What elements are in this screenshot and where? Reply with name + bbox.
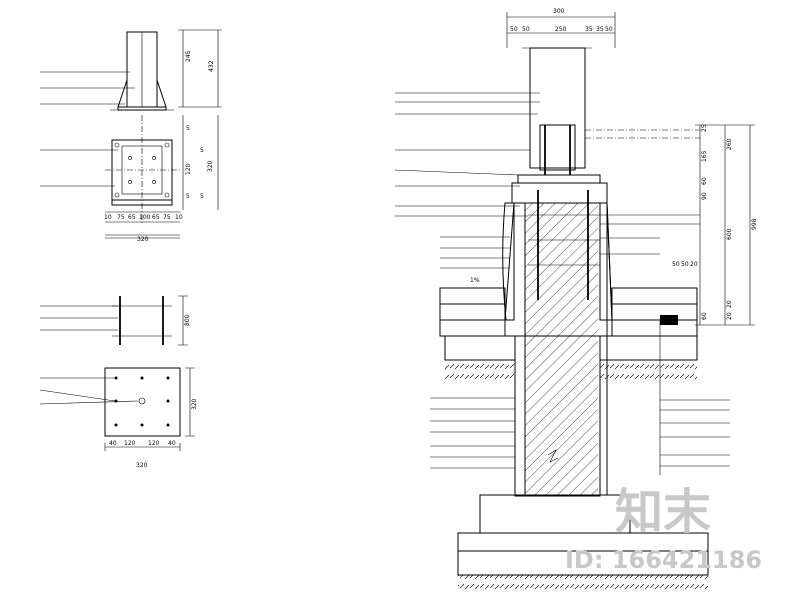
dim-432: 432 xyxy=(208,60,215,72)
dim-top-50-a: 50 xyxy=(510,26,518,33)
dim-r-50-a: 50 xyxy=(672,261,680,268)
dim-top-250: 250 xyxy=(555,26,567,33)
dim-r-998: 998 xyxy=(751,218,758,230)
dim-5-b: 5 xyxy=(186,193,190,200)
dim-r-25: 25 xyxy=(701,124,708,132)
watermark-logo: 知末 xyxy=(615,484,711,540)
dim-245: 245 xyxy=(185,50,192,62)
dim-10-b: 10 xyxy=(175,214,183,221)
dim-120-b: 120 xyxy=(148,440,160,447)
dim-top-50-c: 50 xyxy=(605,26,613,33)
dim-320-plate-side: 320 xyxy=(191,398,198,410)
dim-5-d: 5 xyxy=(200,193,204,200)
dim-65-b: 65 xyxy=(152,214,160,221)
dim-r-260: 260 xyxy=(726,138,733,150)
dim-r-20-c: 20 xyxy=(690,261,698,268)
dim-r-50-b: 50 xyxy=(681,261,689,268)
dim-75-b: 75 xyxy=(163,214,171,221)
dim-40-a: 40 xyxy=(109,440,117,447)
dim-top-50-b: 50 xyxy=(522,26,530,33)
dim-120: 120 xyxy=(185,163,192,175)
dim-r-60-b: 60 xyxy=(701,312,708,320)
dim-40-b: 40 xyxy=(168,440,176,447)
dim-top-35-a: 35 xyxy=(585,26,593,33)
dim-800: 800 xyxy=(184,314,191,326)
pillar-section: 300 50 50 250 35 35 50 xyxy=(394,8,758,593)
dim-top-300: 300 xyxy=(553,8,565,15)
dim-5-c: 5 xyxy=(200,147,204,154)
watermark: 知末 ID: 166421186 xyxy=(565,484,762,574)
steel-connector-elevation: 245 432 5 120 5 320 5 5 10 75 65 100 65 … xyxy=(40,29,222,243)
dim-100: 100 xyxy=(139,214,151,221)
slope-label: 1% xyxy=(470,277,480,284)
dim-r-20-a: 20 xyxy=(726,300,733,308)
dim-320-side: 320 xyxy=(207,160,214,172)
dim-75-a: 75 xyxy=(117,214,125,221)
dim-320-plate-bottom: 320 xyxy=(136,462,148,469)
watermark-id: ID: 166421186 xyxy=(565,546,762,574)
dim-r-20-b: 20 xyxy=(726,312,733,320)
dim-r-165: 165 xyxy=(701,150,708,162)
bolt-row xyxy=(114,142,170,198)
dim-10-a: 10 xyxy=(104,214,112,221)
dim-r-600: 600 xyxy=(726,228,733,240)
anchor-plate-detail: 800 320 40 120 120 40 320 xyxy=(39,295,198,469)
dim-top-35-b: 35 xyxy=(596,26,604,33)
dim-320-bottom: 320 xyxy=(137,236,149,243)
dim-120-a: 120 xyxy=(124,440,136,447)
plate-holes xyxy=(114,376,170,427)
dim-5-a: 5 xyxy=(186,125,190,132)
dim-65-a: 65 xyxy=(128,214,136,221)
dim-r-90: 90 xyxy=(701,192,708,200)
dim-r-60: 60 xyxy=(701,177,708,185)
